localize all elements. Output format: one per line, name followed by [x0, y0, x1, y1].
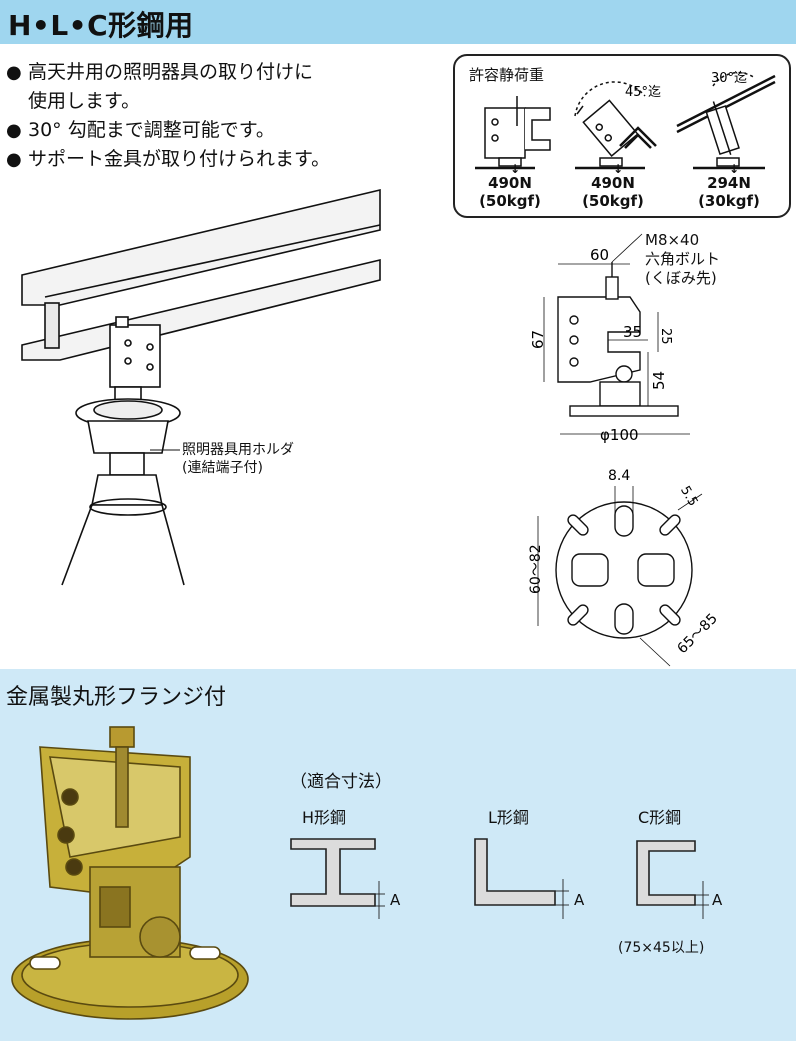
down-arrow-icon: ↓: [613, 162, 624, 176]
bolt-label-type: 六角ボルト: [645, 250, 721, 268]
dim-width: 60: [590, 246, 609, 264]
down-arrow-icon: ↓: [729, 162, 740, 176]
load-value-kgf: (50kgf): [479, 192, 541, 210]
h-profile: [290, 838, 376, 907]
down-arrow-icon: ↓: [510, 162, 521, 176]
feature-item-continued: 使用します。: [28, 90, 141, 112]
angle-label-30: 30°迄: [711, 71, 747, 86]
c-profile: [636, 840, 696, 906]
load-value-kgf: (50kgf): [582, 192, 644, 210]
profile-label-h: H形鋼: [302, 808, 347, 827]
side-view-drawing: 60 67 35 25 54 φ100: [529, 233, 690, 444]
holder-label: 照明器具用ホルダ (連結端子付): [182, 441, 294, 477]
dim-slot-width: 8.4: [608, 468, 630, 484]
plan-view-drawing: 8.4 5.5 60～82 65～85: [528, 468, 721, 667]
dim-a-h: A: [390, 891, 401, 909]
load-diagram-45deg: [574, 81, 657, 170]
load-diagram-30deg: [676, 71, 776, 170]
dim-jaw-depth: 35: [623, 323, 642, 341]
load-value-n: 294N: [707, 174, 751, 192]
dim-slot-small: 5.5: [677, 484, 700, 509]
load-value-kgf: (30kgf): [698, 192, 760, 210]
feature-item: 30° 勾配まで調整可能です。: [6, 116, 330, 145]
flange-section: 金属製丸形フランジ付 （適合寸法） H形鋼 L形鋼 C形鋼: [0, 669, 796, 1041]
bolt-label: M8×40 六角ボルト (くぼみ先): [645, 231, 720, 288]
allowable-load-box: 許容静荷重: [453, 54, 791, 218]
load-value-n: 490N: [591, 174, 635, 192]
l-profile: [474, 838, 556, 906]
steel-profiles: [290, 838, 709, 919]
c-profile-note: (75×45以上): [618, 940, 705, 956]
load-diagram-horizontal: [475, 96, 551, 170]
section-title: 金属製丸形フランジ付: [6, 685, 227, 710]
bolt-label-tip: (くぼみ先): [645, 269, 717, 287]
load-value-n: 490N: [488, 174, 532, 192]
dim-pitch-vertical: 60～82: [528, 544, 544, 594]
title-bar: H•L•C形鋼用: [0, 0, 796, 44]
installation-illustration: [21, 188, 381, 586]
feature-item: サポート金具が取り付けられます。: [6, 145, 330, 174]
load-value-horizontal: ↓ 490N (50kgf): [460, 162, 560, 210]
angle-label-45: 45°迄: [625, 85, 661, 100]
load-value-30deg: ↓ 294N (30kgf): [679, 162, 779, 210]
holder-label-line2: (連結端子付): [182, 460, 263, 476]
feature-list: 高天井用の照明器具の取り付けに 使用します。 30° 勾配まで調整可能です。 サ…: [6, 58, 330, 174]
dim-height: 67: [529, 330, 547, 349]
dim-a-l: A: [574, 891, 585, 909]
page-title: H•L•C形鋼用: [8, 9, 194, 42]
load-box-title: 許容静荷重: [469, 66, 545, 84]
product-photo: [11, 726, 249, 1020]
load-diagrams: 45°迄 30°迄: [475, 71, 776, 170]
dim-base-height: 54: [650, 371, 668, 390]
profile-label-l: L形鋼: [488, 808, 529, 827]
fit-dimensions-heading: （適合寸法）: [290, 772, 392, 792]
dim-flange-dia: φ100: [600, 426, 639, 444]
profile-label-c: C形鋼: [638, 808, 682, 827]
bolt-label-spec: M8×40: [645, 231, 700, 249]
holder-label-line1: 照明器具用ホルダ: [182, 442, 294, 458]
dim-pitch-diagonal: 65～85: [674, 611, 720, 657]
load-value-45deg: ↓ 490N (50kgf): [563, 162, 663, 210]
feature-item: 高天井用の照明器具の取り付けに: [6, 58, 330, 87]
dim-a-c: A: [712, 891, 723, 909]
dim-jaw-gap: 25: [658, 328, 673, 345]
